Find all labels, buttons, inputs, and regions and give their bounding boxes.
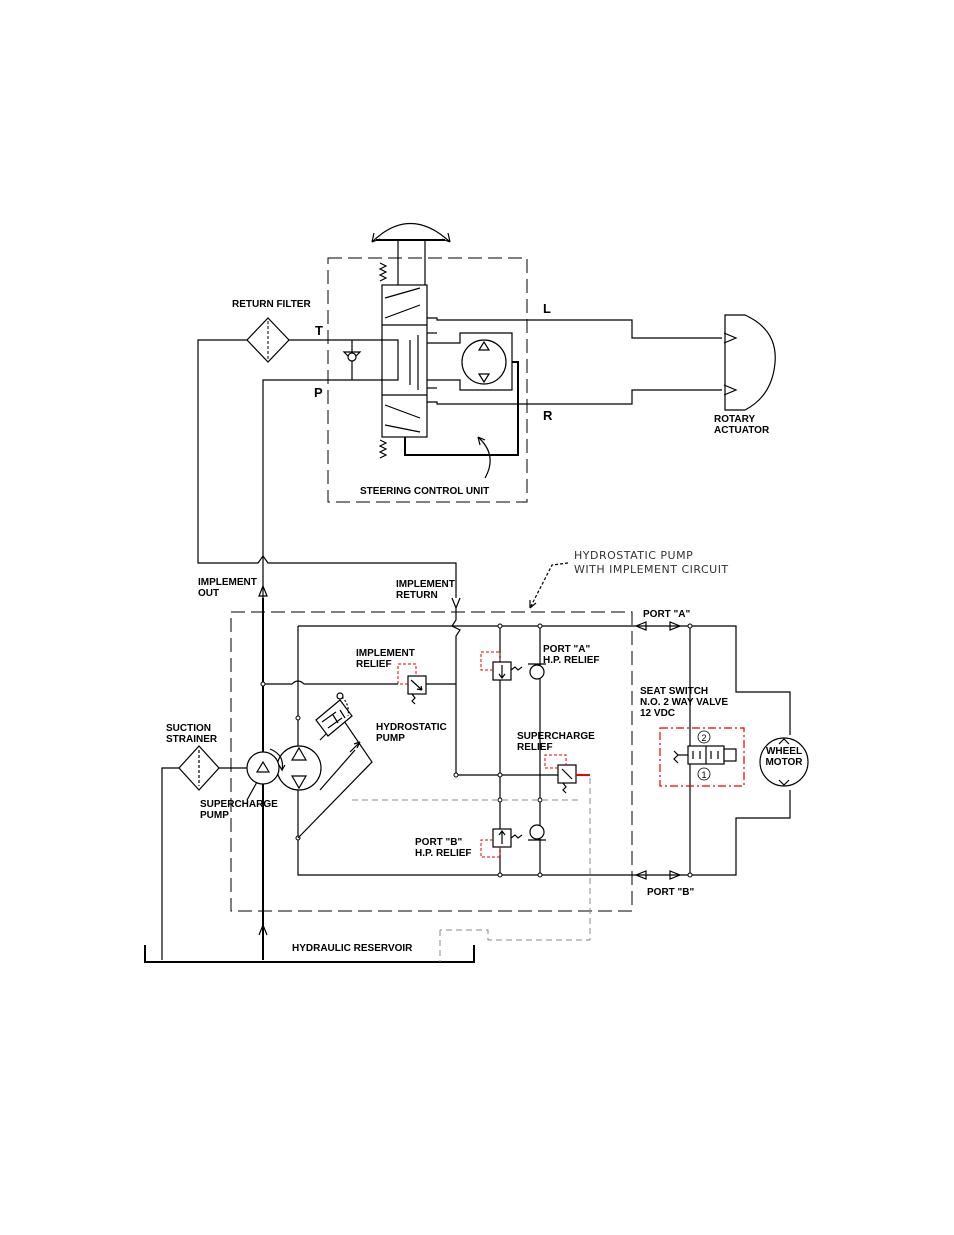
implement-relief-label: IMPLEMENT — [356, 648, 415, 659]
upper-spring-icon — [378, 262, 388, 282]
supercharge-relief-label: SUPERCHARGE — [517, 731, 595, 742]
port-l-label: L — [543, 301, 551, 316]
suction-strainer-label: SUCTION — [166, 723, 211, 734]
gerotor-icon — [461, 339, 507, 385]
valve-position-2: 2 — [701, 733, 706, 743]
valve-position-1: 1 — [701, 770, 706, 780]
port-a-relief-label: PORT "A" — [543, 644, 591, 655]
rotary-actuator-icon — [723, 314, 776, 411]
return-filter-label: RETURN FILTER — [232, 299, 311, 310]
metering-motor — [404, 332, 519, 479]
hydrostatic-pump-label-line2: PUMP — [376, 733, 405, 744]
port-a-relief-valve-icon — [480, 651, 523, 681]
supercharge-pump-label: SUPERCHARGE — [200, 799, 278, 810]
implement-out-label-line2: OUT — [198, 588, 219, 599]
valve-spring-icon — [673, 750, 679, 764]
steering-control-unit — [327, 222, 722, 503]
implement-return-label: IMPLEMENT — [396, 579, 455, 590]
hydrostatic-pump-label: HYDROSTATIC — [376, 722, 447, 733]
hydraulic-reservoir — [144, 930, 475, 963]
implement-out-return-line — [197, 339, 457, 598]
line-l — [427, 317, 722, 339]
seat-switch-label: SEAT SWITCH — [640, 686, 708, 697]
port-b-relief-label: PORT "B" — [415, 837, 463, 848]
seat-switch-label-line3: 12 VDC — [640, 708, 675, 719]
hydrostatic-pump-icon — [276, 692, 373, 839]
suction-strainer-label-line2: STRAINER — [166, 734, 218, 745]
hydraulic-reservoir-label: HYDRAULIC RESERVOIR — [292, 943, 413, 954]
implement-out-label: IMPLEMENT — [198, 577, 257, 588]
port-r-label: R — [543, 408, 553, 423]
port-b-label: PORT "B" — [647, 887, 695, 898]
spool-valve — [381, 284, 428, 438]
supercharge-relief-valve-icon — [544, 754, 577, 794]
wheel-motor-label-line2: MOTOR — [765, 757, 803, 768]
port-b-relief-valve-icon — [480, 828, 523, 858]
port-p-label: P — [314, 385, 323, 400]
wheel-motor-label: WHEEL — [766, 746, 802, 757]
implement-relief-label-line2: RELIEF — [356, 659, 392, 670]
port-t-label: T — [315, 323, 323, 338]
suction-strainer-icon — [178, 745, 220, 791]
hydrostatic-pump-boundary — [230, 611, 633, 912]
check-valve-icon — [342, 340, 362, 380]
seat-switch-label-line2: N.O. 2 WAY VALVE — [640, 697, 728, 708]
solenoid-icon — [723, 748, 737, 762]
rotary-actuator-label: ROTARY — [714, 414, 755, 425]
hydrostatic-pump-circuit: HYDROSTATIC PUMP WITH IMPLEMENT CIRCUIT … — [161, 549, 729, 960]
port-a-relief-label-line2: H.P. RELIEF — [543, 655, 600, 666]
rotary-actuator-label-line2: ACTUATOR — [714, 425, 770, 436]
steering-control-unit-label: STEERING CONTROL UNIT — [360, 486, 489, 497]
port-a-label: PORT "A" — [643, 609, 691, 620]
port-a-check-valve-icon — [528, 663, 546, 680]
implement-return-label-line2: RETURN — [396, 590, 438, 601]
hydrostatic-pump-note-line2: WITH IMPLEMENT CIRCUIT — [574, 563, 729, 576]
line-r — [427, 389, 722, 405]
seat-switch-valve: 2 1 — [659, 727, 745, 787]
port-b-check-valve-icon — [528, 824, 546, 841]
supercharge-pump-label-line2: PUMP — [200, 810, 229, 821]
supercharge-relief-label-line2: RELIEF — [517, 742, 553, 753]
port-b-relief-label-line2: H.P. RELIEF — [415, 848, 472, 859]
return-filter-icon — [246, 317, 290, 363]
steering-wheel-input — [371, 222, 451, 285]
hydrostatic-pump-note: HYDROSTATIC PUMP — [574, 549, 693, 562]
wheel-motor-icon — [759, 737, 809, 787]
implement-relief-valve-icon — [397, 663, 427, 705]
lower-spring-icon — [378, 439, 388, 459]
